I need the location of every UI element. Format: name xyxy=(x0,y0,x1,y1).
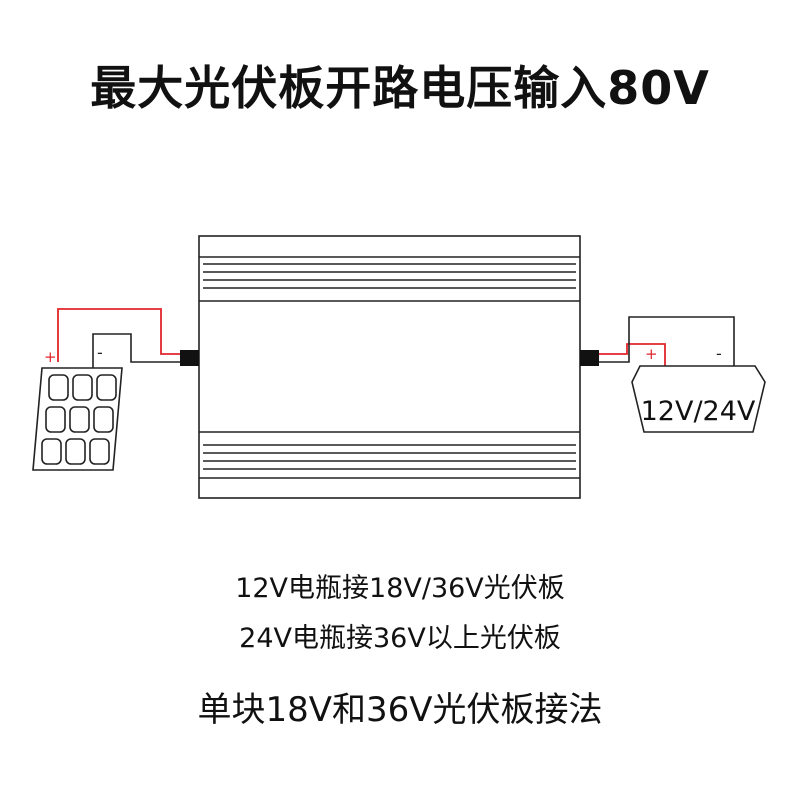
footer-caption: 单块18V和36V光伏板接法 xyxy=(197,690,603,730)
solar-negative-wire xyxy=(92,333,180,368)
page-title: 最大光伏板开路电压输入80V xyxy=(90,61,710,115)
battery-positive-wire xyxy=(599,343,666,366)
solar-positive-wire xyxy=(57,308,180,362)
controller-body xyxy=(198,235,581,499)
battery xyxy=(631,365,766,433)
battery-plus-sign: + xyxy=(645,345,658,363)
solar-plus-sign: + xyxy=(44,348,57,366)
battery-label: 12V/24V xyxy=(641,396,756,427)
note-24v: 24V电瓶接36V以上光伏板 xyxy=(239,623,561,654)
battery-negative-wire xyxy=(599,316,735,366)
solar-panel xyxy=(32,367,123,471)
solar-minus-sign: - xyxy=(97,343,103,362)
input-terminal xyxy=(180,350,199,366)
note-12v: 12V电瓶接18V/36V光伏板 xyxy=(235,573,565,604)
output-terminal xyxy=(580,350,599,366)
battery-minus-sign: - xyxy=(716,344,722,363)
